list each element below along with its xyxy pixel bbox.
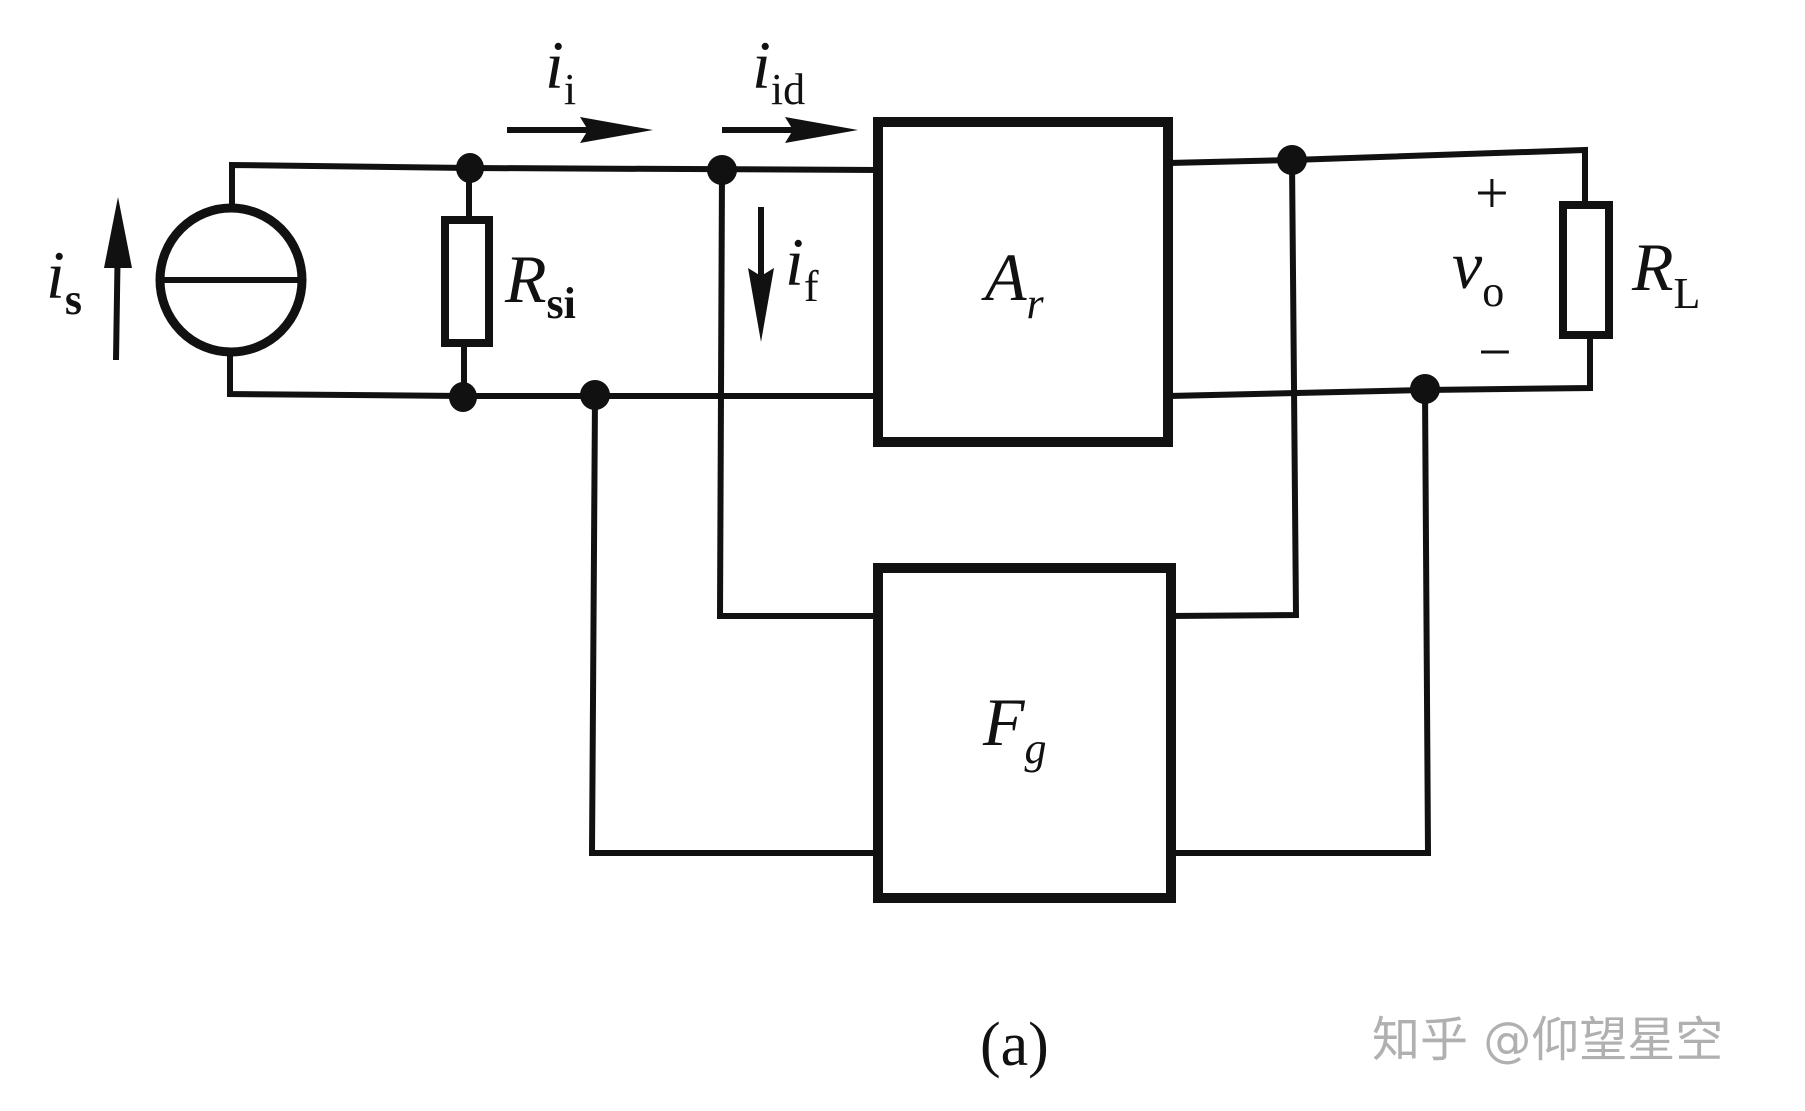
wire-feedback-input-bottom <box>588 392 881 856</box>
wire-feedback-output-bottom <box>1168 386 1432 856</box>
junction-node <box>449 382 477 412</box>
watermark: 知乎 @仰望星空 <box>1372 1012 1723 1068</box>
junction-node <box>580 380 610 410</box>
input-current-arrow-icon <box>507 117 653 143</box>
junction-node <box>1410 374 1440 404</box>
wire-bottom-input <box>227 352 881 399</box>
input-current-label: ii <box>545 27 576 114</box>
rl-body <box>1559 201 1613 339</box>
wire-top-input <box>229 161 882 208</box>
net-input-current-arrow-icon <box>722 117 858 143</box>
amplifier-label: Ar <box>981 239 1045 328</box>
junction-node <box>456 153 484 183</box>
feedback-box <box>873 563 1176 903</box>
source-resistor <box>441 165 493 399</box>
junction-node <box>1277 145 1307 175</box>
input-wires <box>227 161 882 399</box>
output-voltage-label: vo <box>1452 227 1504 316</box>
junction-node <box>707 155 737 185</box>
rsi-body <box>441 216 493 347</box>
source-resistor-label: Rsi <box>504 241 576 328</box>
net-input-current-label: iid <box>752 27 805 114</box>
source-current-arrow-icon <box>104 197 132 361</box>
feedback-current-label: if <box>785 224 819 311</box>
feedback-label: Fg <box>982 684 1047 773</box>
amplifier-block: Ar <box>873 117 1173 447</box>
feedback-block: Fg <box>873 563 1176 903</box>
wire-feedback-output-top <box>1167 156 1300 620</box>
load-resistor <box>1559 201 1613 339</box>
junction-nodes <box>449 145 1440 412</box>
amplifier-box <box>873 117 1173 447</box>
arrow-head <box>104 197 132 268</box>
current-source <box>155 203 307 357</box>
wire-top-output <box>1164 146 1588 208</box>
output-plus-sign: + <box>1475 160 1509 226</box>
wire-feedback-input-top <box>716 166 881 619</box>
feedback-current-arrow-icon <box>748 207 774 342</box>
source-current-label: is <box>46 237 82 324</box>
wire-bottom-output <box>1164 332 1593 400</box>
output-minus-sign: − <box>1478 319 1512 385</box>
figure-caption: (a) <box>980 1011 1049 1079</box>
load-resistor-label: RL <box>1631 229 1700 318</box>
